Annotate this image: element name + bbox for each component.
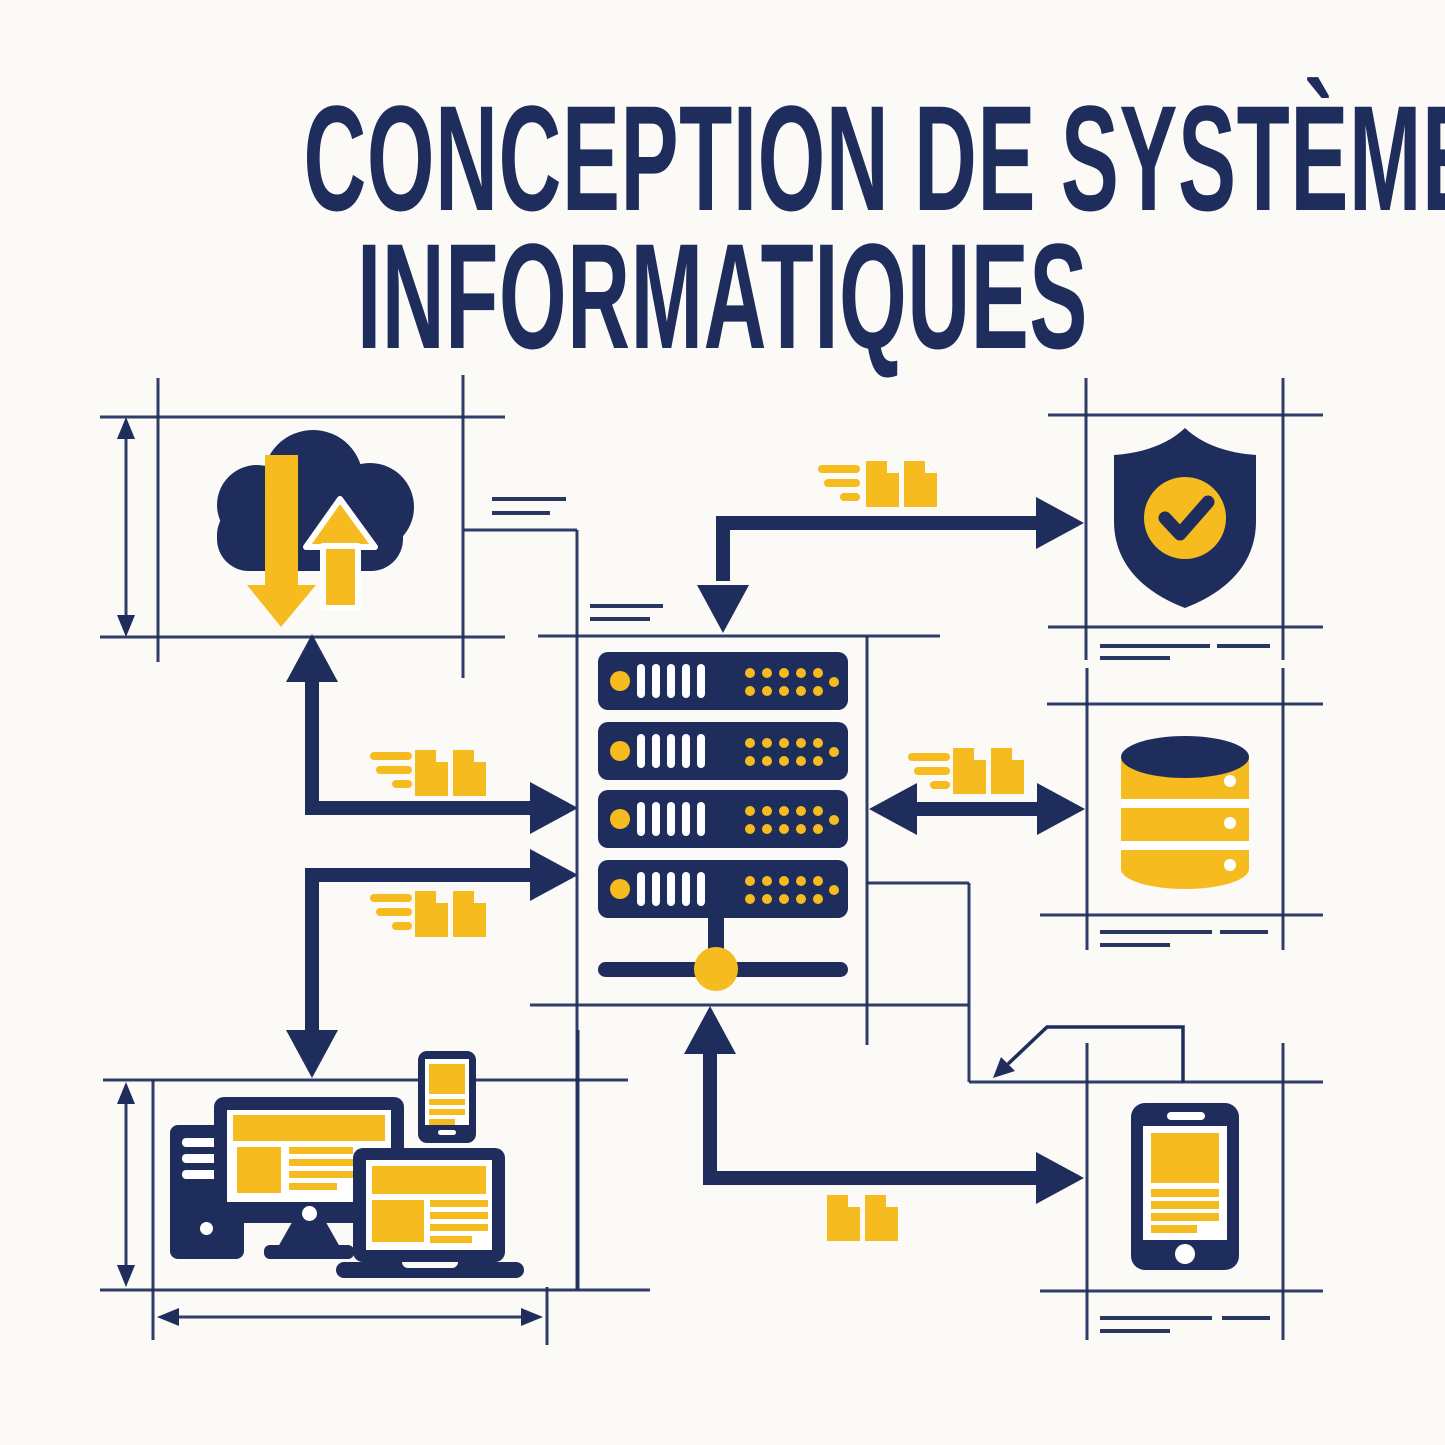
dimension-line-devices-horizontal — [157, 1308, 543, 1326]
server-rack-icon — [598, 652, 848, 1012]
connector-devices-server — [286, 849, 578, 1078]
connector-server-security — [697, 497, 1084, 633]
file-transfer-icon — [908, 748, 1024, 794]
page-title-line-2: INFORMATIQUES — [357, 212, 1088, 380]
database-cylinder-icon — [1121, 736, 1249, 889]
connector-server-mobile — [684, 1006, 1084, 1204]
file-transfer-icon — [827, 1195, 898, 1241]
file-transfer-icon — [370, 750, 486, 796]
label-placeholder-dashes — [492, 497, 1270, 1333]
file-transfer-icon — [370, 891, 486, 937]
server-network-node — [694, 947, 738, 991]
connector-cloud-server — [286, 634, 578, 834]
cloud-upload-download-icon — [217, 430, 414, 627]
file-transfer-icon — [818, 461, 937, 507]
shield-check-icon — [1114, 428, 1256, 608]
construction-lines — [100, 375, 1323, 1345]
dimension-line-cloud — [117, 417, 135, 637]
leader-arrow — [993, 1025, 1185, 1083]
connector-server-database — [869, 783, 1085, 835]
dimension-line-devices-vertical — [117, 1082, 135, 1287]
